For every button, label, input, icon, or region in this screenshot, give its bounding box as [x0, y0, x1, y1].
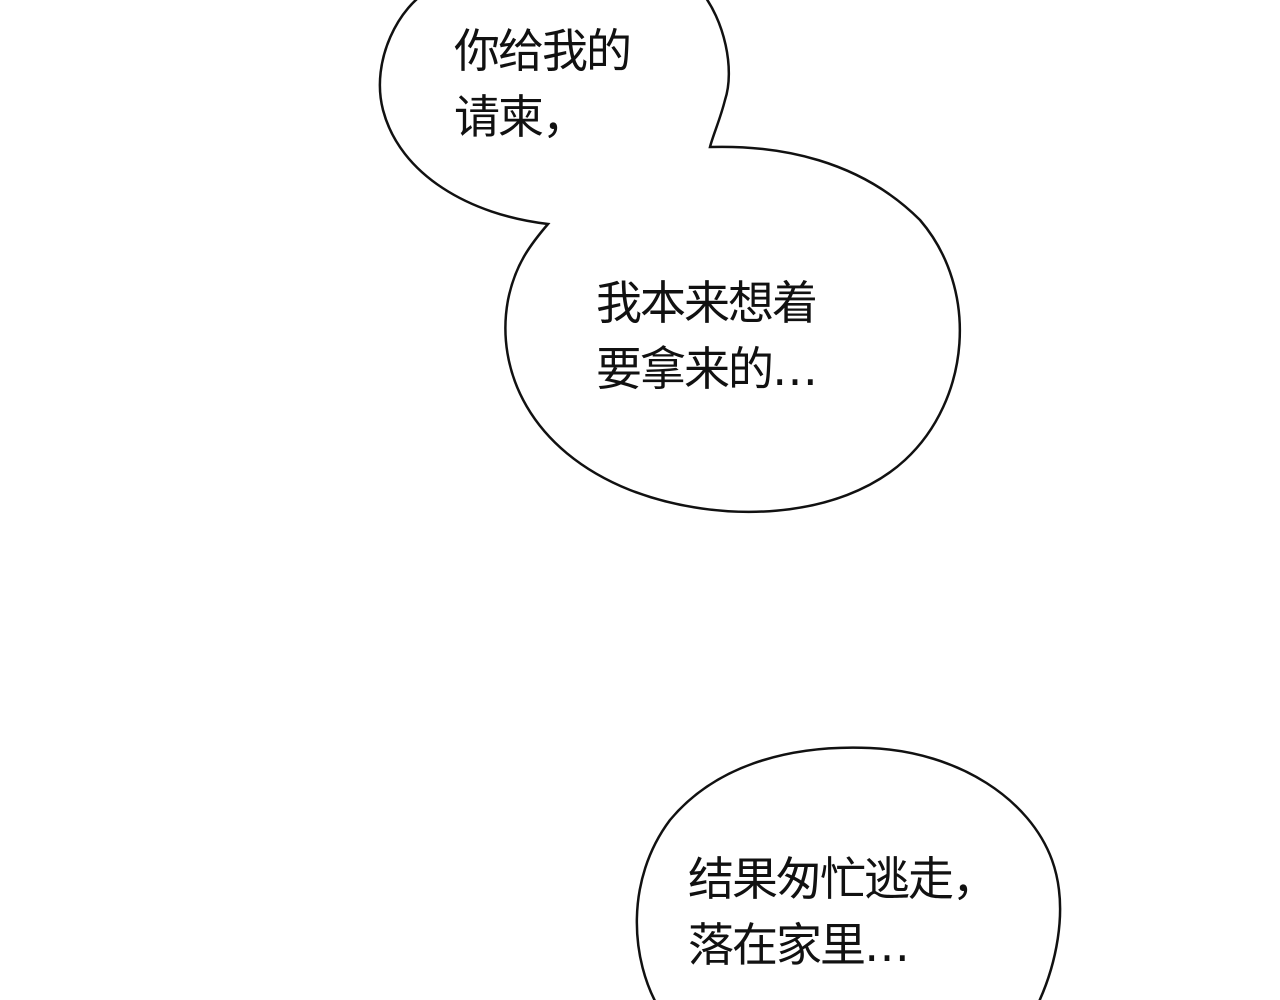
bubble-2-line-2: 要拿来的… — [596, 342, 818, 396]
bubble-1-line-2: 请柬， — [454, 90, 588, 144]
bubble-2-line-1: 我本来想着 — [596, 276, 818, 330]
bubble-3-line-2: 落在家里… — [688, 918, 910, 972]
bubble-1-line-1: 你给我的 — [454, 24, 632, 78]
bubble-3-line-1: 结果匆忙逃走， — [688, 852, 998, 906]
speech-bubble-1-text: 你给我的 请柬， — [454, 18, 632, 150]
speech-bubble-2-text: 我本来想着 要拿来的… — [596, 270, 818, 402]
speech-bubble-3-text: 结果匆忙逃走， 落在家里… — [688, 846, 998, 978]
speech-bubble-3-outline — [635, 746, 1062, 1000]
speech-bubble-1-2-outline — [378, 0, 962, 514]
